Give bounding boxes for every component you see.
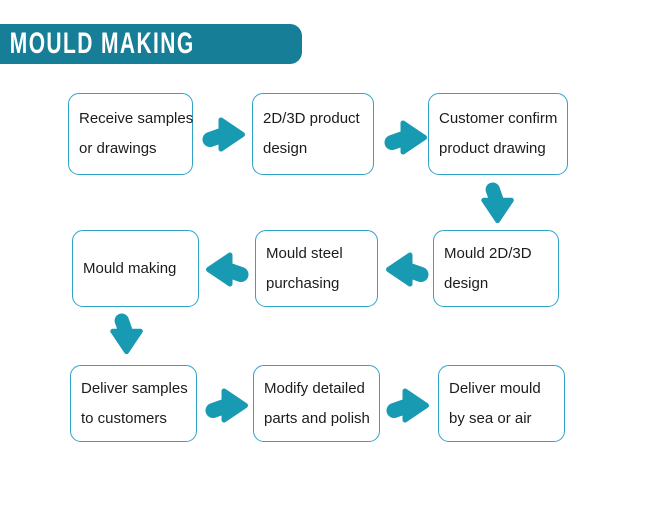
flow-arrow-right-icon (202, 112, 248, 154)
box-text-line: design (263, 140, 308, 157)
flow-box-customer-confirm: Customer confirm product drawing (428, 93, 568, 175)
box-text-line: product drawing (439, 140, 546, 157)
flow-box-2d3d-product-design: 2D/3D product design (252, 93, 374, 175)
box-text-line: parts and polish (264, 409, 370, 427)
box-text-line: Deliver samples (81, 379, 188, 397)
flow-box-modify-polish: Modify detailed parts and polish (253, 365, 380, 442)
flow-arrow-down-icon (477, 182, 521, 226)
box-text-line: to customers (81, 409, 167, 427)
flow-arrow-left-icon (383, 247, 429, 289)
box-text-line: Mould steel (266, 244, 343, 262)
box-text-line: design (444, 274, 489, 292)
flow-box-deliver-samples: Deliver samples to customers (70, 365, 197, 442)
box-text-line: Mould making (83, 259, 177, 277)
flow-arrow-right-icon (384, 115, 430, 157)
box-text-line: Modify detailed (264, 379, 365, 397)
box-text-line: Receive samples (79, 110, 194, 127)
flow-box-receive-samples: Receive samples or drawings (68, 93, 193, 175)
flow-arrow-down-icon (106, 313, 150, 357)
page-title: MOULD MAKING (9, 27, 195, 60)
box-text-line: Deliver mould (449, 379, 541, 397)
flow-box-mould-steel-purchasing: Mould steel purchasing (255, 230, 378, 307)
flow-arrow-right-icon (205, 383, 251, 425)
flow-box-mould-making: Mould making (72, 230, 199, 307)
box-text-line: Mould 2D/3D (444, 244, 532, 262)
section-banner: MOULD MAKING (0, 24, 302, 64)
flow-box-mould-2d3d-design: Mould 2D/3D design (433, 230, 559, 307)
box-text-line: 2D/3D product (263, 110, 360, 127)
box-text-line: Customer confirm (439, 110, 558, 127)
flow-arrow-left-icon (203, 247, 249, 289)
box-text-line: by sea or air (449, 409, 532, 427)
flow-arrow-right-icon (386, 383, 432, 425)
box-text-line: purchasing (266, 274, 340, 292)
box-text-line: or drawings (79, 140, 157, 157)
flow-box-deliver-mould: Deliver mould by sea or air (438, 365, 565, 442)
